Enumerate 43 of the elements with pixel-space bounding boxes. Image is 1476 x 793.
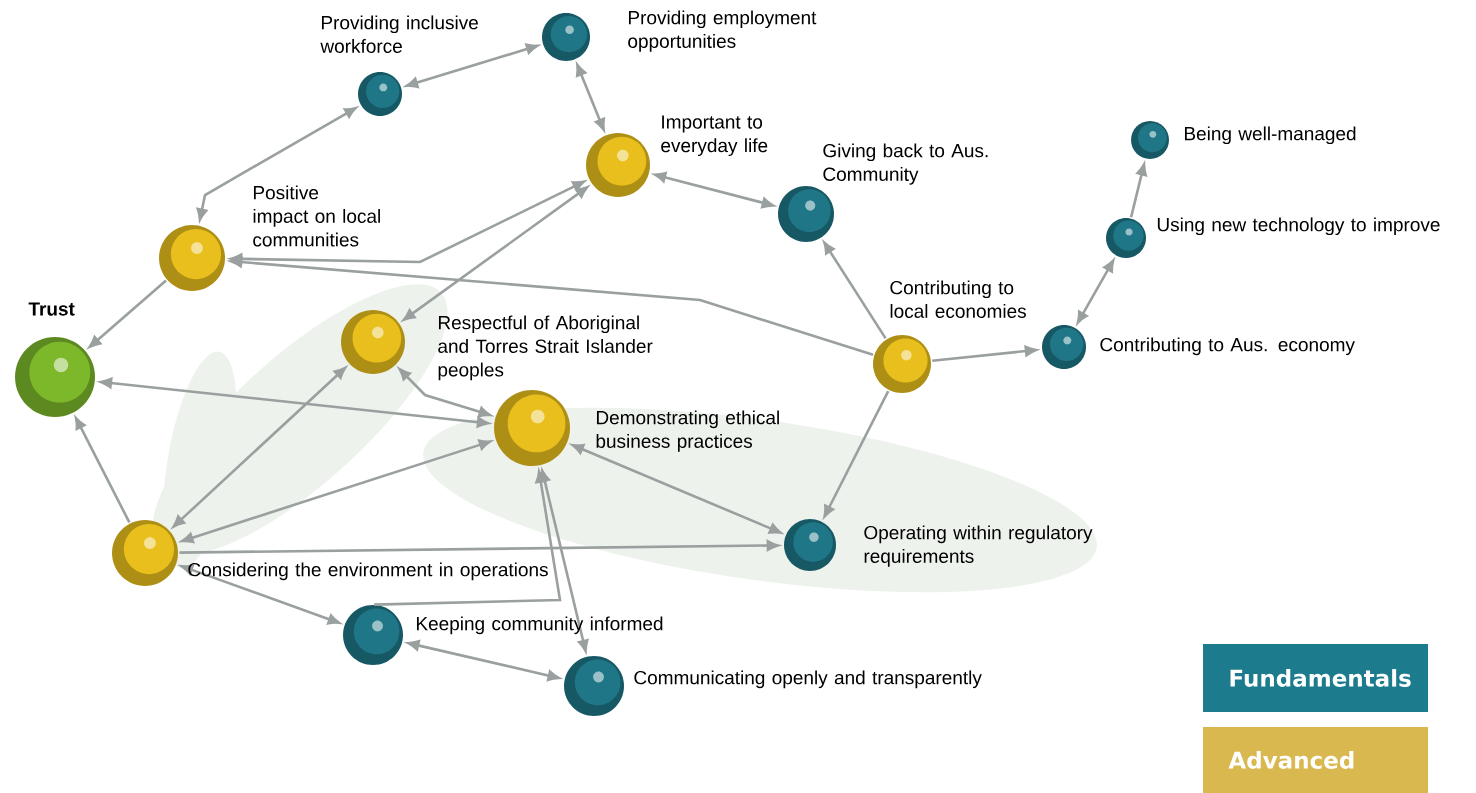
node-label: Keeping community informed [417,616,663,635]
legend-label: Fundamentals [1230,669,1411,687]
arrow [571,443,782,534]
arrow [1076,259,1115,324]
node-label: Important to everyday life [661,115,768,157]
node-label: Being well-managed [1185,126,1356,145]
arrow [229,256,874,357]
sphere [564,656,624,716]
arrow [88,279,167,348]
node-label: Providing employment opportunities [628,10,817,52]
arrow [1129,163,1147,218]
arrow [575,63,606,131]
sphere [15,337,95,417]
arrow [196,106,357,221]
sphere [358,72,402,116]
arrow [180,564,341,625]
node-label: Respectful of Aboriginal and Torres Strait Islander peoples [438,315,653,381]
sphere [1131,121,1169,159]
node-label: Providing inclusive workforce [320,15,478,53]
node-label: Giving back to Aus. Community [823,143,988,185]
sphere [778,186,834,242]
node-label: Operating within regulatory requirements [864,525,1093,567]
node-label: Demonstrating ethical business practices [596,410,779,452]
sphere [586,133,650,197]
sphere [343,605,403,665]
sphere [112,520,178,586]
sphere [1106,218,1146,258]
arrow [74,417,131,523]
legend-label: Advanced [1228,751,1354,769]
node-label: Using new technology to improve [1157,217,1440,236]
sphere [873,335,931,393]
sphere [159,225,225,291]
arrow [823,241,887,340]
arrow [181,439,492,544]
sphere [341,310,405,374]
sphere [784,519,836,571]
sphere [1042,325,1086,369]
node-label: Contributing to local economies [890,280,1026,318]
node-label: Communicating openly and transparently [634,670,982,689]
sphere [494,390,570,466]
sphere [542,13,590,61]
node-label: Trust [28,302,75,316]
node-label: Contributing to Aus. economy [1100,337,1355,356]
